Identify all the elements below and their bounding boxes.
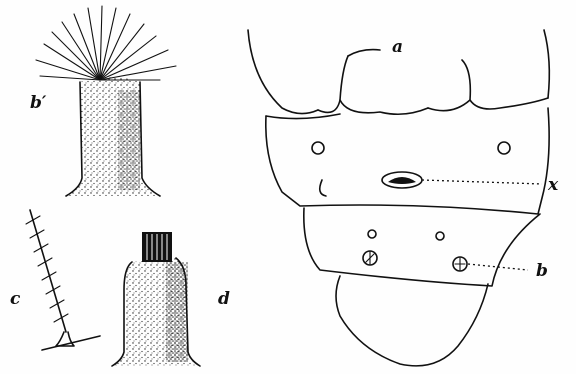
label-b: b — [536, 261, 548, 281]
bristle-fan — [36, 6, 176, 80]
abdomen-segments — [248, 30, 549, 366]
brush-tipped-stalk — [112, 232, 200, 366]
label-a: a — [392, 37, 403, 57]
leader-line-x — [422, 180, 542, 184]
label-b-prime: b′ — [30, 93, 47, 113]
label-d: d — [218, 289, 230, 309]
feathered-bristle — [26, 210, 100, 350]
hair-tuft-structure — [36, 6, 176, 196]
label-c: c — [10, 289, 21, 309]
label-x: x — [547, 175, 559, 195]
